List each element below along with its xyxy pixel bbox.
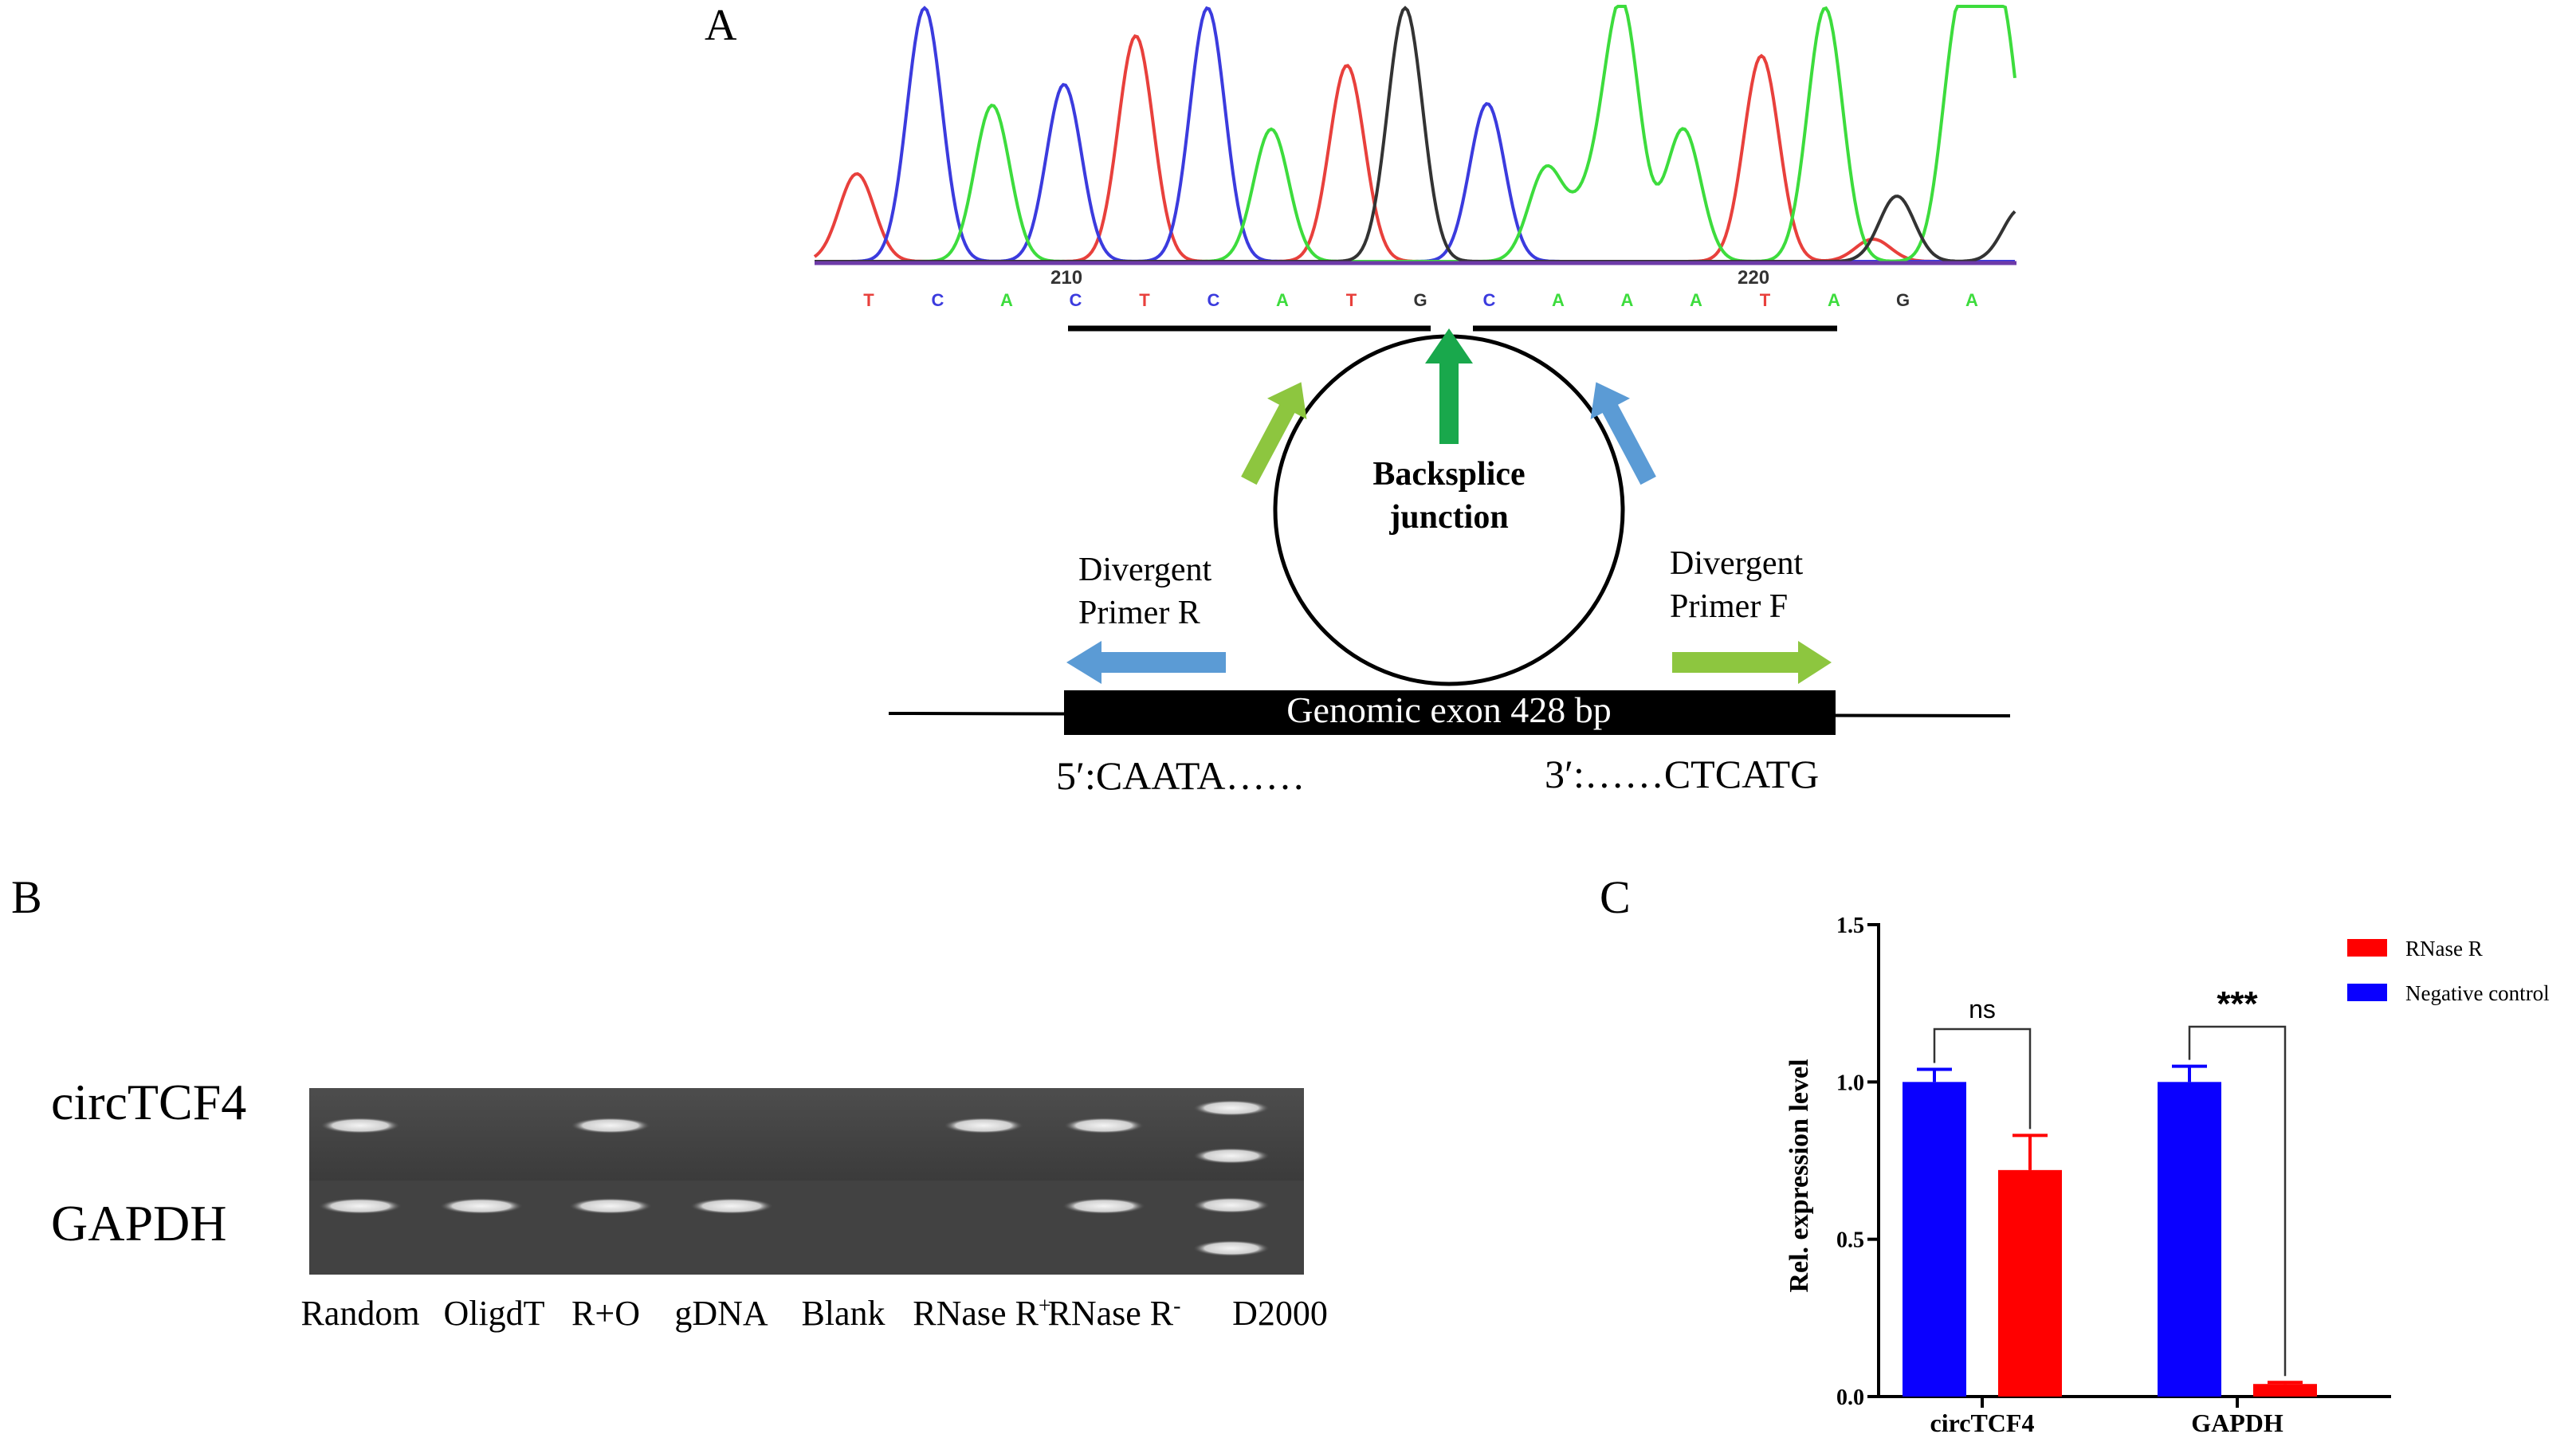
- base-call: A: [1552, 290, 1565, 310]
- base-call: A: [1276, 290, 1289, 310]
- bar-rnase-r: [2253, 1384, 2317, 1397]
- y-tick-label: 1.0: [1836, 1071, 1864, 1095]
- legend-swatch: [2347, 939, 2387, 957]
- base-call: C: [932, 290, 944, 310]
- genomic-exon: [1064, 690, 1836, 735]
- position-label-220: 220: [1738, 267, 1769, 289]
- base-call: A: [1690, 290, 1702, 310]
- x-tick-label: GAPDH: [2191, 1409, 2283, 1437]
- base-call: A: [1965, 290, 1978, 310]
- lane-label: Blank: [801, 1294, 885, 1333]
- lane-label: RNase R-: [1048, 1294, 1181, 1334]
- gel-row-label-circtcf4: circTCF4: [51, 1074, 246, 1130]
- legend-label: Negative control: [2405, 981, 2550, 1005]
- band-gapdh: [569, 1198, 652, 1214]
- primer-r-label-line2: Primer R: [1078, 595, 1200, 631]
- band-circtcf4: [320, 1118, 400, 1134]
- panel-b-label: B: [11, 871, 42, 923]
- base-call: C: [1483, 290, 1496, 310]
- y-tick-label: 0.5: [1836, 1228, 1864, 1253]
- exon-label: Genomic exon 428 bp: [1286, 690, 1612, 730]
- base-call: T: [1139, 290, 1150, 310]
- bar-negative-control: [1903, 1082, 1966, 1397]
- y-tick-label: 0.0: [1836, 1385, 1864, 1410]
- bar-negative-control: [2158, 1082, 2221, 1397]
- lane-label: gDNA: [674, 1294, 768, 1333]
- chromatogram: [813, 5, 2016, 265]
- base-call: T: [1760, 290, 1771, 310]
- base-call: G: [1896, 290, 1910, 310]
- bar-rnase-r: [1998, 1169, 2062, 1397]
- base-call: T: [863, 290, 874, 310]
- band-gapdh: [1062, 1198, 1145, 1214]
- base-call: A: [1621, 290, 1634, 310]
- lane-label: R+O: [571, 1294, 640, 1333]
- base-call: C: [1208, 290, 1220, 310]
- band-circtcf4: [571, 1118, 650, 1134]
- ladder-band: [1193, 1148, 1270, 1164]
- agarose-gel: [309, 1088, 1304, 1275]
- primer-r-arrow: [1066, 641, 1226, 684]
- base-call: T: [1346, 290, 1357, 310]
- blue-primer-arrow-up: [1590, 382, 1656, 485]
- base-call: G: [1413, 290, 1427, 310]
- band-gapdh: [690, 1198, 773, 1214]
- primer-f-arrow: [1672, 641, 1832, 684]
- y-axis-label: Rel. expression level: [1785, 1059, 1814, 1292]
- ladder-band: [1193, 1100, 1270, 1116]
- y-tick-label: 1.5: [1836, 914, 1864, 938]
- base-call: C: [1070, 290, 1082, 310]
- trace-t: [813, 33, 2015, 263]
- ladder-band: [1193, 1240, 1270, 1256]
- backsplice-label-line1: Backsplice: [1372, 456, 1525, 493]
- position-label-210: 210: [1050, 267, 1082, 289]
- lane-label: OligdT: [443, 1294, 544, 1333]
- significance-label: ns: [1969, 995, 1996, 1024]
- gel-row-label-gapdh: GAPDH: [51, 1195, 226, 1251]
- panel-a-label: A: [705, 1, 737, 50]
- significance-label: ***: [2217, 984, 2258, 1024]
- panel-c-label: C: [1600, 871, 1631, 923]
- lane-label: D2000: [1232, 1294, 1328, 1333]
- lane-labels: Random OligdT R+O gDNA Blank RNase R+RNase R-…: [300, 1294, 1327, 1334]
- lane-label: RNase R+: [913, 1294, 1050, 1334]
- base-call: A: [1828, 290, 1840, 310]
- significance-bracket: [1933, 1027, 2032, 1130]
- ladder-band: [1193, 1197, 1270, 1213]
- x-tick-label: circTCF4: [1930, 1409, 2035, 1437]
- backsplice-arrow: [1425, 328, 1473, 444]
- backsplice-label-line2: junction: [1388, 499, 1508, 536]
- bar-chart: Rel. expression level 0.0 0.5 1.0 1.5 circTC…: [1785, 914, 2550, 1437]
- legend-swatch: [2347, 984, 2387, 1001]
- band-gapdh: [319, 1198, 402, 1214]
- band-circtcf4: [1064, 1118, 1144, 1134]
- band-circtcf4: [944, 1118, 1023, 1134]
- base-call: A: [1000, 290, 1013, 310]
- green-primer-arrow-up: [1241, 382, 1307, 485]
- primer-r-label-line1: Divergent: [1078, 552, 1212, 588]
- legend-label: RNase R: [2405, 937, 2483, 961]
- sequence-5-prime: 5′:CAATA……: [1056, 753, 1306, 798]
- lane-label: Random: [300, 1294, 419, 1333]
- significance-bracket: [2188, 1025, 2287, 1377]
- sequence-3-prime: 3′:……CTCATG: [1545, 752, 1819, 796]
- primer-f-label-line1: Divergent: [1670, 545, 1804, 582]
- band-gapdh: [440, 1198, 523, 1214]
- primer-f-label-line2: Primer F: [1670, 588, 1788, 625]
